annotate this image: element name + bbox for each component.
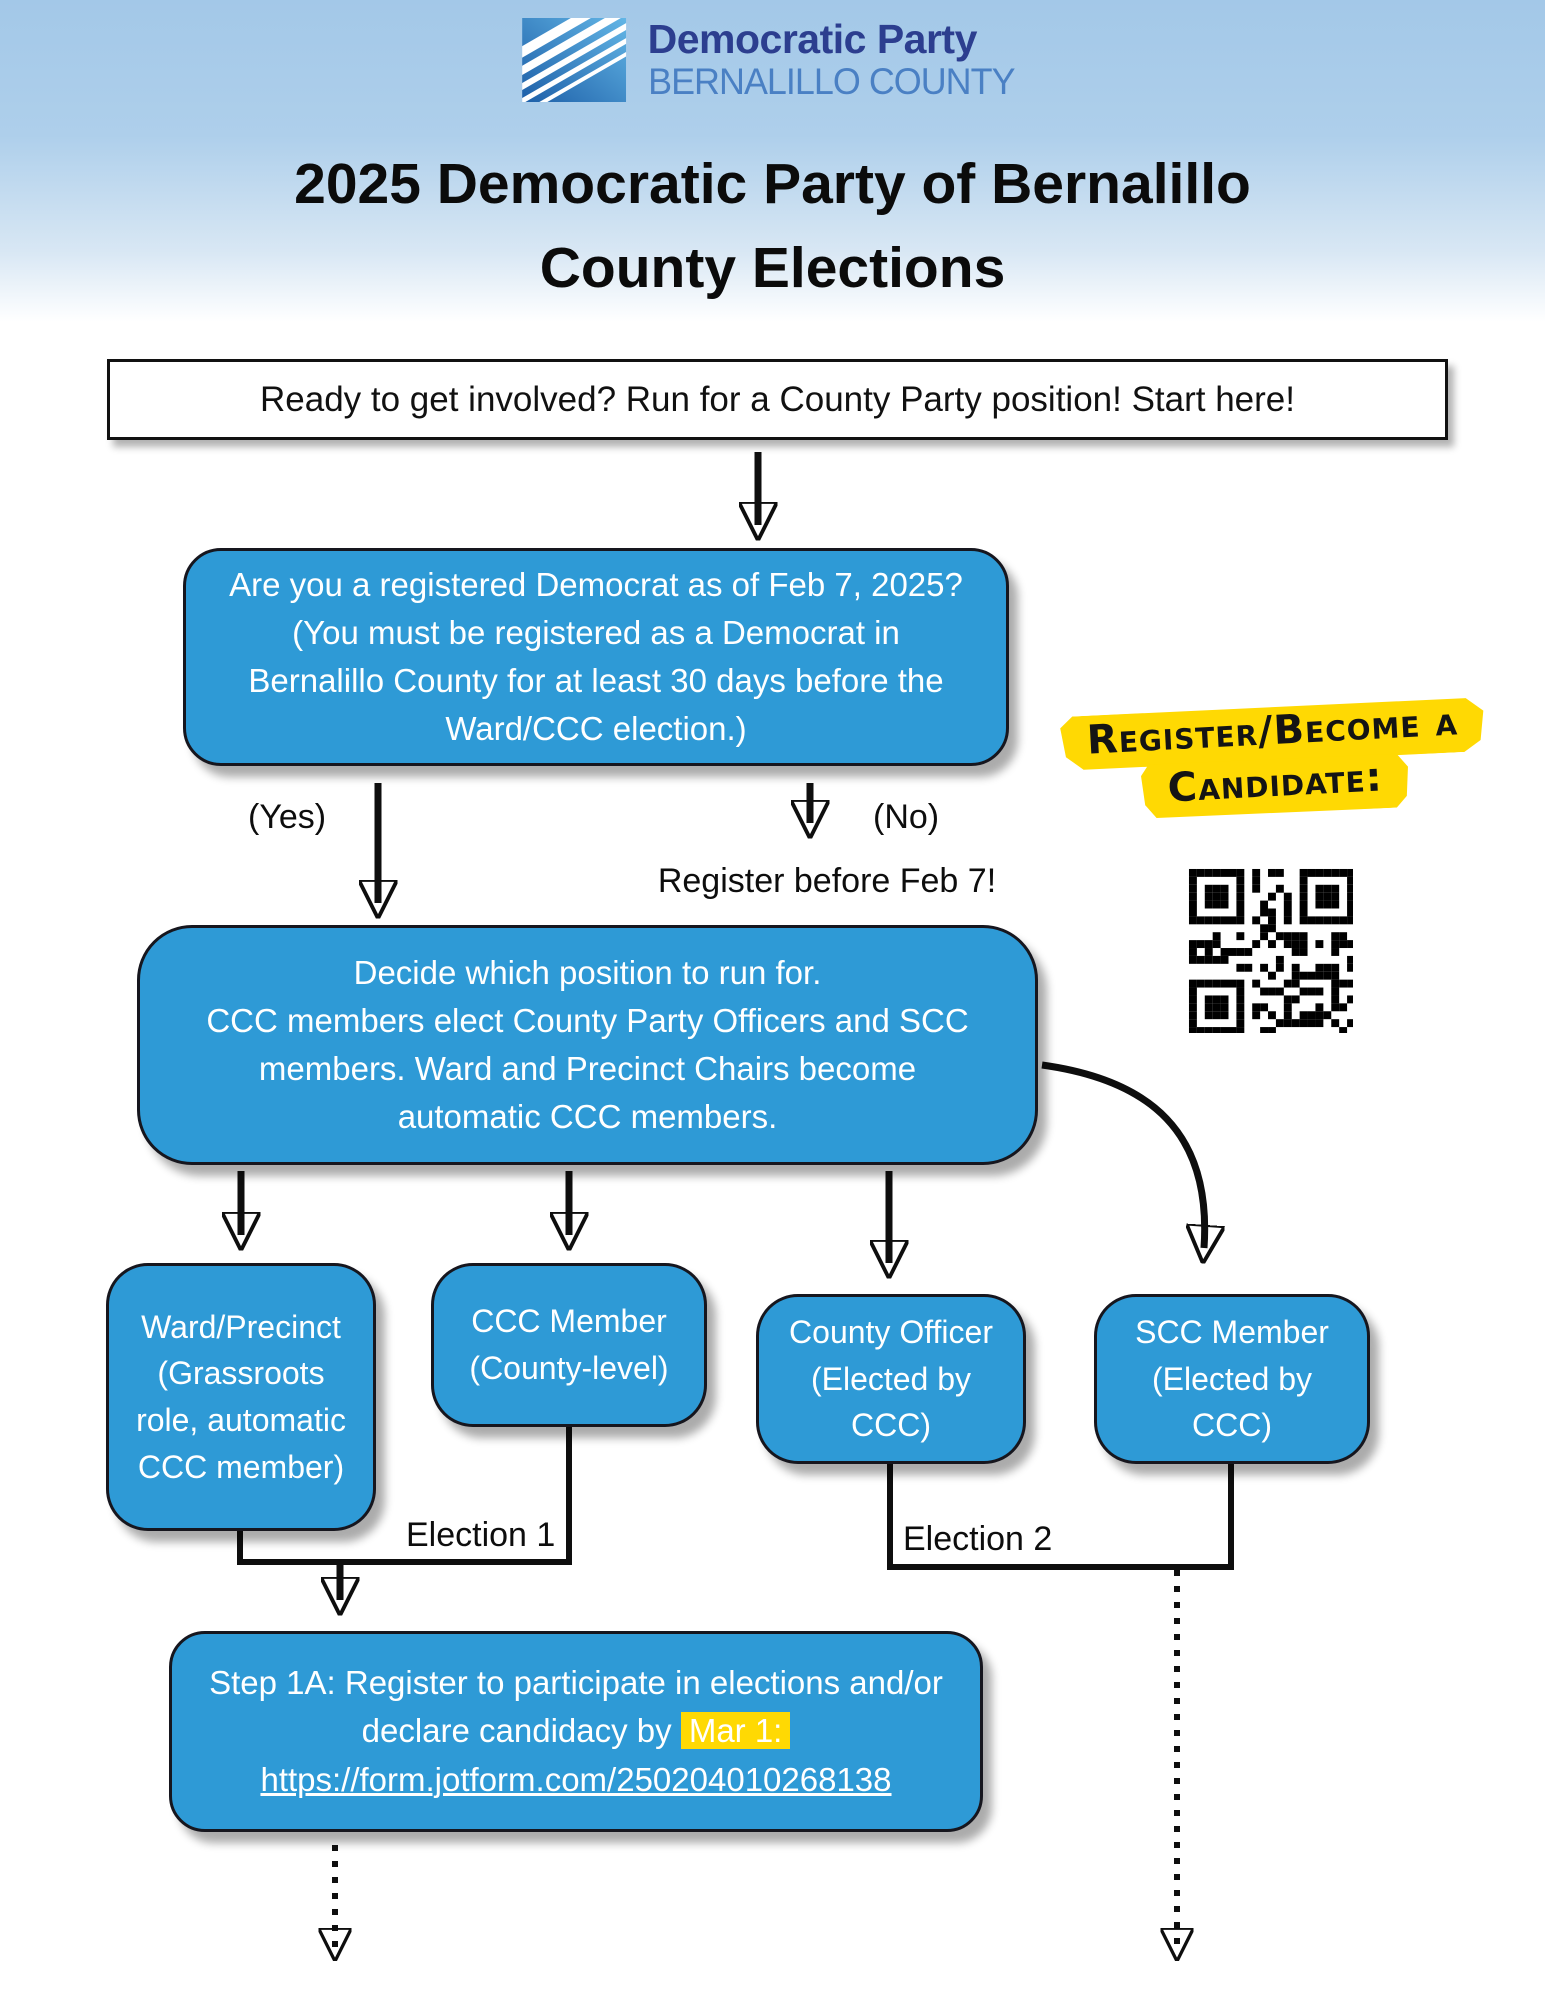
party-logo-text: Democratic Party BERNALILLO COUNTY bbox=[648, 17, 1026, 103]
register-callout: Register/Become a Candidate: bbox=[1038, 698, 1511, 826]
decide-position-box: Decide which position to run for. CCC me… bbox=[137, 925, 1038, 1165]
yes-branch-label: (Yes) bbox=[248, 798, 327, 836]
step1a-text: Step 1A: Register to participate in elec… bbox=[208, 1659, 944, 1804]
start-here-text: Ready to get involved? Run for a County … bbox=[259, 379, 1295, 419]
step1a-instruction: Step 1A: Register to participate in elec… bbox=[209, 1664, 943, 1750]
position-scc-text: SCC Member (Elected by CCC) bbox=[1135, 1313, 1329, 1444]
header-banner: Democratic Party BERNALILLO COUNTY 2025 … bbox=[0, 0, 1545, 322]
step1a-jotform-link[interactable]: https://form.jotform.com/250204010268138 bbox=[260, 1760, 892, 1798]
page-title: 2025 Democratic Party of Bernalillo Coun… bbox=[0, 142, 1545, 311]
arrow-curve-to-scc bbox=[1041, 1061, 1205, 1248]
position-officer-text: County Officer (Elected by CCC) bbox=[789, 1313, 993, 1444]
step1a-box: Step 1A: Register to participate in elec… bbox=[169, 1631, 983, 1832]
decide-position-line2: CCC members elect County Party Officers … bbox=[206, 1001, 969, 1136]
logo-name: Democratic Party bbox=[647, 16, 978, 63]
position-box-ward-precinct: Ward/Precinct (Grassroots role, automati… bbox=[106, 1263, 376, 1531]
no-branch-label: (No) bbox=[873, 798, 940, 836]
election2-label: Election 2 bbox=[903, 1520, 1053, 1558]
logo-subtitle: BERNALILLO COUNTY bbox=[647, 61, 1015, 103]
party-logo: Democratic Party BERNALILLO COUNTY bbox=[520, 14, 1026, 106]
position-ward-text: Ward/Precinct (Grassroots role, automati… bbox=[136, 1308, 346, 1485]
decide-position-line1: Decide which position to run for. bbox=[353, 953, 822, 991]
decide-position-text: Decide which position to run for. CCC me… bbox=[200, 949, 975, 1142]
position-box-county-officer: County Officer (Elected by CCC) bbox=[756, 1294, 1026, 1464]
page-title-line1: 2025 Democratic Party of Bernalillo bbox=[294, 152, 1251, 216]
page-title-line2: County Elections bbox=[539, 236, 1006, 301]
registered-democrat-question-text: Are you a registered Democrat as of Feb … bbox=[229, 565, 963, 748]
party-logo-icon bbox=[521, 18, 626, 102]
position-box-scc-member: SCC Member (Elected by CCC) bbox=[1094, 1294, 1370, 1464]
election1-label: Election 1 bbox=[406, 1516, 556, 1554]
start-here-banner: Ready to get involved? Run for a County … bbox=[107, 359, 1448, 440]
register-before-feb7-text: Register before Feb 7! bbox=[657, 862, 997, 900]
qr-code bbox=[1187, 867, 1353, 1033]
registered-democrat-question-box: Are you a registered Democrat as of Feb … bbox=[183, 548, 1009, 766]
step1a-deadline-highlight: Mar 1: bbox=[680, 1712, 791, 1750]
position-ccc-text: CCC Member (County-level) bbox=[469, 1303, 669, 1386]
position-box-ccc-member: CCC Member (County-level) bbox=[431, 1263, 707, 1427]
